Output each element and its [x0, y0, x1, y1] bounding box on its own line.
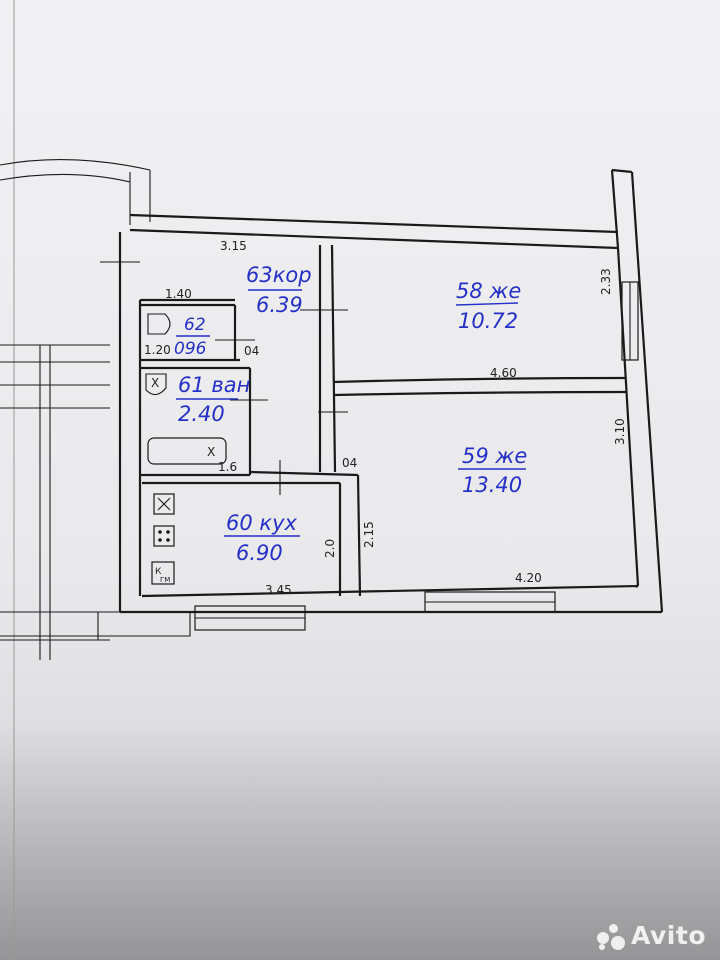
room-area-59: 13.40 [462, 473, 522, 497]
room-label-toilet: 62 096 [174, 315, 210, 359]
room-label-kitchen: 60 кух 6.90 [224, 511, 300, 565]
sink-mark: Х [151, 376, 159, 390]
room-area-bath: 2.40 [178, 402, 225, 426]
stove-mark: К [155, 567, 162, 577]
exterior-walls [0, 168, 664, 640]
room-label-58: 58 же 10.72 [455, 279, 521, 333]
dim-toilet-width: 1.40 [165, 287, 192, 301]
dim-corridor-top: 3.15 [220, 239, 247, 253]
avito-text: Avito [631, 921, 706, 950]
dim-room59-bottom: 4.20 [515, 571, 542, 585]
bathtub-fixture: Х [147, 437, 227, 465]
room-area-58: 10.72 [458, 309, 518, 333]
dim-kitchen-gap: 04 [342, 456, 357, 470]
room-number-toilet: 62 [184, 315, 206, 335]
room-number-bath: 61 ван [178, 373, 250, 397]
dim-room58-bottom: 4.60 [490, 366, 517, 380]
bathtub-mark: Х [207, 445, 215, 459]
avito-logo-icon [597, 924, 627, 950]
room-number-58: 58 же [456, 279, 521, 303]
room-number-59: 59 же [462, 444, 527, 468]
room-area-corridor: 6.39 [256, 293, 303, 317]
room-number-kitchen: 60 кух [226, 511, 298, 535]
window-room59 [424, 591, 556, 613]
dim-bath-depth: 1.6 [218, 460, 237, 474]
sink-fixture-bath: Х [145, 373, 167, 396]
gas-mark: ГМ [160, 576, 170, 584]
kitchen-sink-fixture [153, 493, 175, 515]
staircase [0, 159, 151, 660]
interior-walls [100, 244, 627, 597]
avito-watermark: Avito [597, 921, 706, 950]
stove-fixture [153, 525, 175, 547]
room-label-59: 59 же 13.40 [458, 444, 527, 497]
window-right-upper [621, 281, 639, 361]
room-area-toilet: 096 [174, 339, 207, 359]
dim-kitchen-bottom: 3.45 [265, 583, 292, 597]
dim-right-upper: 2.33 [599, 268, 613, 295]
dim-toilet-depth: 1.20 [144, 343, 171, 357]
room-number-corridor: 63кор [246, 263, 312, 287]
dim-kitchen-depth: 2.0 [323, 539, 337, 558]
room-label-corridor: 63кор 6.39 [246, 263, 312, 317]
gas-meter-fixture: К ГМ [151, 561, 175, 585]
room-area-kitchen: 6.90 [236, 541, 283, 565]
dim-kitchen-side: 2.15 [362, 521, 376, 548]
toilet-fixture [147, 313, 171, 335]
paper-shadow [0, 720, 720, 960]
dimension-labels: 3.15 2.33 1.40 1.20 04 4.60 3.10 1.6 04 … [144, 239, 627, 597]
dim-toilet-gap: 04 [244, 344, 259, 358]
dim-right-lower: 3.10 [613, 418, 627, 445]
room-label-bath: 61 ван 2.40 [176, 373, 250, 426]
window-kitchen [194, 605, 306, 631]
